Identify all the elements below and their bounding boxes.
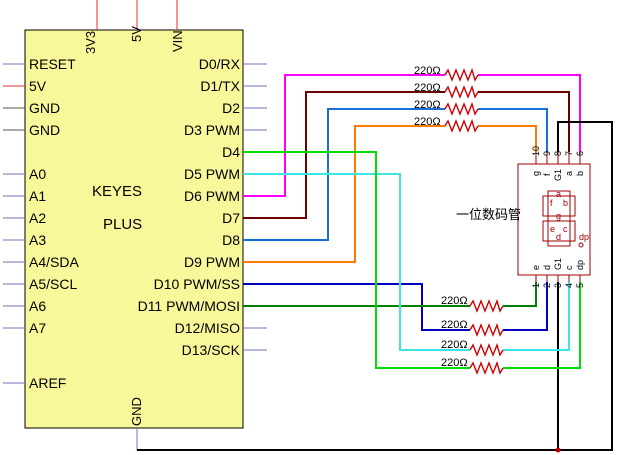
wire-r4-pin10 bbox=[478, 125, 537, 152]
display-pin-6: 6 bbox=[575, 150, 585, 156]
pin-label-d2: D2 bbox=[222, 100, 240, 116]
resistor-zigzags bbox=[444, 67, 504, 375]
pin-label-aref: AREF bbox=[29, 375, 67, 391]
display-pin-4: 4 bbox=[564, 282, 574, 288]
pin-label-a1: A1 bbox=[29, 188, 47, 204]
segment-letter-f: f bbox=[550, 198, 553, 208]
pin-label-d3: D3 PWM bbox=[184, 122, 240, 138]
wire-r6-pin2 bbox=[503, 282, 548, 331]
resistor-label-3: 220Ω bbox=[414, 99, 441, 111]
segment-letter-dp: dp bbox=[579, 232, 590, 242]
seven-segment-body bbox=[517, 163, 591, 276]
pin-label-a2: A2 bbox=[29, 210, 47, 226]
board-body bbox=[24, 29, 244, 429]
display-label: 一位数码管 bbox=[456, 207, 522, 222]
display-pin-3: 3 bbox=[553, 282, 563, 288]
pin-label-5v-top: 5V bbox=[129, 26, 144, 42]
pin-label-d11: D11 PWM/MOSI bbox=[137, 298, 240, 314]
top-pin-lines bbox=[96, 0, 178, 30]
pin-label-d8: D8 bbox=[222, 232, 240, 248]
display-pin-2: 2 bbox=[542, 282, 552, 288]
resistor-label-1: 220Ω bbox=[414, 65, 441, 77]
pin-label-a7: A7 bbox=[29, 320, 47, 336]
pin-label-a4: A4/SDA bbox=[29, 254, 79, 270]
resistor-label-8: 220Ω bbox=[441, 357, 468, 369]
pin-label-vin: VIN bbox=[170, 30, 185, 52]
wire-d5 bbox=[243, 173, 470, 351]
resistor-label-7: 220Ω bbox=[441, 339, 468, 351]
display-pin-name-g1-top: G1 bbox=[553, 168, 563, 181]
board-name-line1: KEYES bbox=[92, 183, 143, 200]
pin-label-gnd-1: GND bbox=[29, 100, 61, 116]
wire-d7 bbox=[243, 91, 445, 219]
pin-label-gnd-bottom: GND bbox=[129, 397, 144, 426]
display-pin-name-c: c bbox=[564, 265, 574, 271]
pin-label-d5: D5 PWM bbox=[184, 166, 240, 182]
display-pin-name-d: d bbox=[542, 264, 552, 270]
right-pin-lines bbox=[243, 63, 267, 351]
segment-letter-c: c bbox=[563, 224, 568, 234]
pin-label-d1: D1/TX bbox=[200, 78, 240, 94]
wire-gnd-top bbox=[137, 121, 613, 451]
segment-letter-a: a bbox=[556, 189, 562, 199]
segment-letter-e: e bbox=[550, 224, 556, 234]
display-pin-name-b: b bbox=[575, 170, 585, 176]
resistor-label-4: 220Ω bbox=[414, 116, 441, 128]
wire-r3-pin9 bbox=[478, 108, 548, 152]
segment-letter-d: d bbox=[556, 232, 562, 242]
pin-label-d10: D10 PWM/SS bbox=[153, 276, 240, 292]
wire-r2-pin6 bbox=[478, 91, 570, 152]
pin-label-a6: A6 bbox=[29, 298, 47, 314]
resistor-label-5: 220Ω bbox=[441, 295, 468, 307]
display-pin-name-a: a bbox=[564, 170, 574, 176]
display-pin-5: 5 bbox=[575, 282, 585, 288]
wire-r7-pin4 bbox=[503, 282, 570, 351]
segment-letter-b: b bbox=[563, 198, 569, 208]
pin-label-d0: D0/RX bbox=[198, 56, 240, 72]
pin-label-d6: D6 PWM bbox=[184, 188, 240, 204]
pin-label-a5: A5/SCL bbox=[29, 276, 78, 292]
display-pin-7: 7 bbox=[564, 150, 574, 156]
display-pin-9: 9 bbox=[542, 150, 552, 156]
display-pin-10: 10 bbox=[531, 145, 541, 156]
wire-r8-pin5 bbox=[503, 282, 581, 369]
wire-d9 bbox=[243, 125, 445, 263]
board-name-line2: PLUS bbox=[103, 216, 143, 233]
pin-label-a0: A0 bbox=[29, 166, 47, 182]
display-pin-1: 1 bbox=[531, 282, 541, 288]
pin-label-d12: D12/MISO bbox=[174, 320, 240, 336]
wire-r1-pin7 bbox=[478, 74, 581, 152]
pin-label-d13: D13/SCK bbox=[181, 342, 240, 358]
resistor-label-2: 220Ω bbox=[414, 82, 441, 94]
display-pin-name-e: e bbox=[531, 264, 541, 270]
pin-label-reset: RESET bbox=[29, 56, 76, 72]
display-pin-name-dp: dp bbox=[575, 259, 585, 270]
resistor-label-6: 220Ω bbox=[441, 319, 468, 331]
pin-label-5v: 5V bbox=[29, 78, 47, 94]
pin-label-d7: D7 bbox=[222, 210, 240, 226]
wire-r5-pin1 bbox=[503, 282, 537, 307]
display-pin-name-g1-bottom: G1 bbox=[553, 257, 563, 270]
segment-glyph bbox=[542, 190, 584, 248]
pin-label-gnd-2: GND bbox=[29, 122, 61, 138]
pin-label-d9: D9 PWM bbox=[184, 254, 240, 270]
display-pin-name-g: g bbox=[531, 170, 541, 176]
display-pin-8: 8 bbox=[553, 150, 563, 156]
pin-label-a3: A3 bbox=[29, 232, 47, 248]
segment-letter-g: g bbox=[556, 211, 562, 221]
left-pin-lines bbox=[3, 63, 25, 384]
pin-label-3v3: 3V3 bbox=[83, 30, 98, 54]
display-pins bbox=[535, 152, 581, 282]
wire-d4 bbox=[243, 151, 470, 369]
pin-label-d4: D4 bbox=[222, 144, 240, 160]
junction-dot bbox=[555, 447, 561, 453]
display-pin-name-f: f bbox=[542, 173, 552, 176]
wire-d6 bbox=[243, 74, 445, 197]
